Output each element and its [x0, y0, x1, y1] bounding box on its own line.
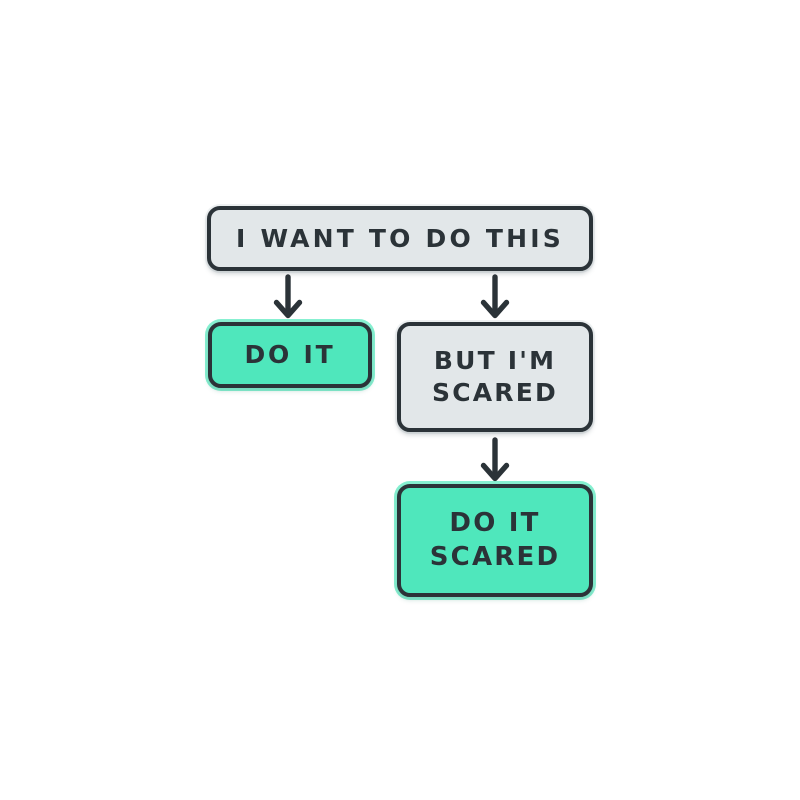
- node-do-it-scared[interactable]: Do it Scared: [397, 484, 593, 597]
- arrow-down-icon-want-to-doit: [267, 274, 309, 322]
- node-label: Do it Scared: [429, 508, 561, 572]
- node-label: Do it: [244, 340, 336, 369]
- arrow-down-icon-scared-to-doit-scared: [474, 437, 516, 485]
- node-label: But I'm Scared: [432, 346, 558, 407]
- node-do-it[interactable]: Do it: [208, 322, 372, 388]
- node-i-want-to-do-this[interactable]: I want to do this: [207, 206, 593, 271]
- arrow-down-icon-want-to-scared: [474, 274, 516, 322]
- node-but-im-scared[interactable]: But I'm Scared: [397, 322, 593, 432]
- node-label: I want to do this: [236, 223, 564, 253]
